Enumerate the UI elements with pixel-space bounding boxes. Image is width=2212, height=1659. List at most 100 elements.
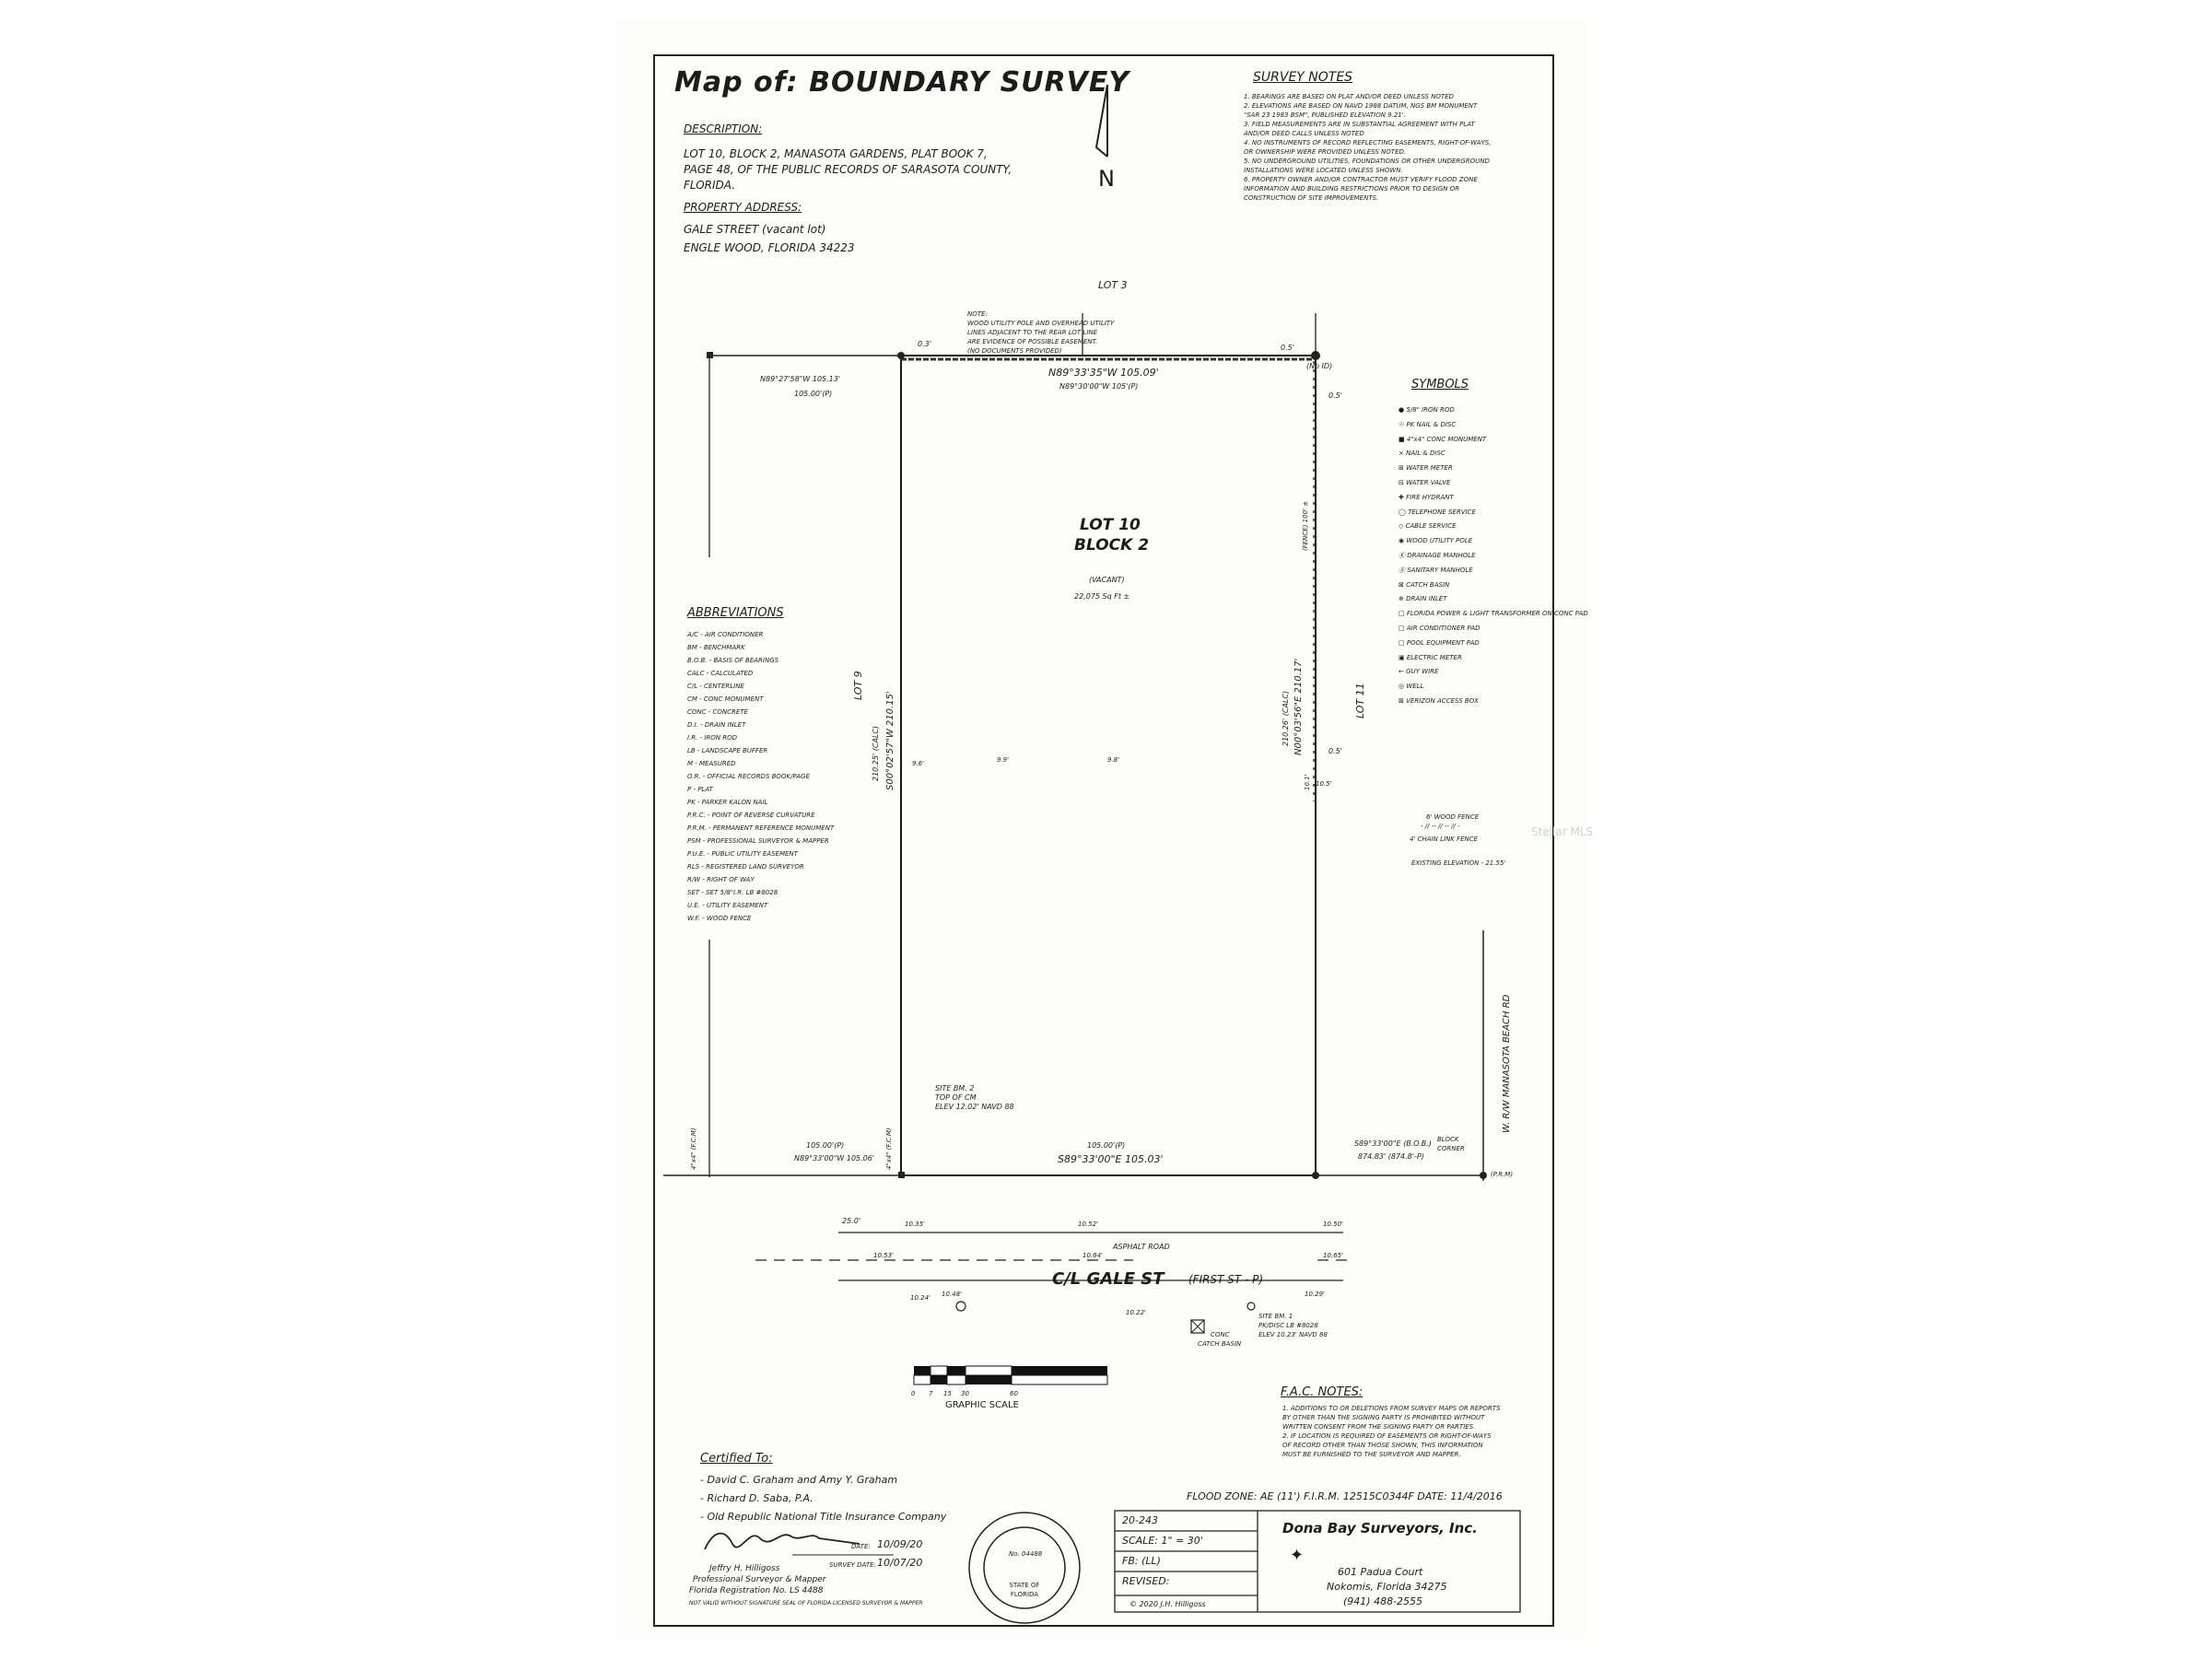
page-title: Map of: BOUNDARY SURVEY [674,66,1130,99]
sw-corner-monument [898,1172,905,1178]
symbol-item: ◇ CABLE SERVICE [1399,522,1457,531]
abbreviations-list: A/C - AIR CONDITIONER BM - BENCHMARK B.O… [687,628,834,925]
ne-corner-id: (No ID) [1306,362,1333,370]
scale-tick: 0 [911,1390,916,1397]
symbol-item: × NAIL & DISC [1399,450,1445,458]
symbol-item: ◉ WOOD UTILITY POLE [1399,537,1473,545]
block-2-label: BLOCK 2 [1074,536,1150,555]
fac-note-line: MUST BE FURNISHED TO THE SURVEYOR AND MA… [1282,1451,1461,1458]
abbreviation-item: LB - LANDSCAPE BUFFER [687,747,768,754]
nw-bearing-plat: 105.00'(P) [794,390,833,398]
north-arrow-icon [1094,84,1108,158]
site-bm1-line: SITE BM. 1 [1258,1313,1293,1320]
utility-note: NOTE: WOOD UTILITY POLE AND OVERHEAD UTI… [967,310,1114,356]
lot-10-label: LOT 10 [1080,516,1141,534]
iron-rod-icon: ● [1399,406,1405,414]
symbol-item: □ POOL EQUIPMENT PAD [1399,638,1480,647]
abbreviation-item: A/C - AIR CONDITIONER [687,631,764,638]
interior-elevation: 10.5' [1316,780,1332,788]
north-label: N [1098,166,1115,192]
symbols-legend: ● 5/8" IRON ROD ☉ PK NAIL & DISC ■ 4"x4"… [1399,403,1588,709]
symbol-item: ⊕ DRAIN INLET [1399,595,1447,603]
abbreviation-item: O.R. - OFFICIAL RECORDS BOOK/PAGE [687,773,810,780]
ne-utility-pole-icon [1311,351,1320,360]
site-bm2-line: TOP OF CM [935,1093,977,1102]
interior-elevation: 9.6' [912,760,925,767]
abbreviation-item: SET - SET 5/8"I.R. LB #8028 [687,889,778,896]
verizon-box-icon: ⊠ [1399,696,1404,705]
interior-elevation: 9.9' [997,756,1010,764]
utility-note-line: WOOD UTILITY POLE AND OVERHEAD UTILITY [967,320,1115,327]
vacant-label: (VACANT) [1089,576,1125,584]
interior-elevation: 9.8' [1107,756,1120,764]
title-block-frame [1114,1510,1521,1613]
survey-notes-list: 1. BEARINGS ARE BASED ON PLAT AND/OR DEE… [1244,92,1491,203]
property-address-heading: PROPERTY ADDRESS: [684,201,802,214]
abbreviation-item: PK - PARKER KALON NAIL [687,799,768,806]
abbreviations-heading: ABBREVIATIONS [687,606,784,620]
abbreviation-item: CALC - CALCULATED [687,670,754,677]
pk-nail-icon: ☉ [1399,420,1405,428]
symbol-item: Ⓔ DRAINAGE MANHOLE [1399,551,1476,559]
ac-pad-icon: □ [1399,624,1405,632]
conc-monument-icon: ■ [1399,435,1405,443]
fpl-transformer-icon: □ [1399,610,1405,618]
property-address-line-2: ENGLE WOOD, FLORIDA 34223 [684,241,855,254]
graphic-scale [913,1365,1108,1385]
electric-meter-icon: ▣ [1399,653,1405,661]
drain-inlet-icon: ⊕ [1399,595,1404,603]
abbreviation-item: P.R.C. - POINT OF REVERSE CURVATURE [687,812,815,819]
symbol-item: ◯ TELEPHONE SERVICE [1399,508,1476,516]
survey-note-line: 2. ELEVATIONS ARE BASED ON NAVD 1988 DAT… [1244,102,1478,110]
sw-bearing-plat: 105.00'(P) [806,1141,845,1150]
copyright: © 2020 J.H. Hilligoss [1129,1600,1206,1608]
catch-basin-icon: ⊠ [1399,580,1404,589]
property-address-line-1: GALE STREET (vacant lot) [684,223,826,236]
survey-note-line: "SAR 23 1983 BSM", PUBLISHED ELEVATION 9… [1244,111,1406,119]
se-bearing: S89°33'00"E (B.O.B.) [1354,1139,1432,1148]
fac-notes-list: 1. ADDITIONS TO OR DELETIONS FROM SURVEY… [1282,1404,1501,1459]
company-phone: (941) 488-2555 [1343,1595,1423,1607]
sw-monument-label: 4"x4" (F.C.M) [885,1127,893,1170]
asphalt-road-label: ASPHALT ROAD [1113,1243,1170,1251]
abbreviation-item: P - PLAT [687,786,713,793]
watermark: Stellar MLS [1531,825,1594,838]
certified-party: - Old Republic National Title Insurance … [700,1511,947,1523]
symbol-item: ✚ FIRE HYDRANT [1399,493,1454,501]
utility-note-line: NOTE: [967,310,988,318]
fac-notes-heading: F.A.C. NOTES: [1281,1385,1363,1399]
field-book: FB: (LL) [1122,1555,1161,1567]
description-line-3: FLORIDA. [684,179,736,192]
catch-basin-label: CATCH BASIN [1198,1340,1242,1348]
fac-note-line: 2. IF LOCATION IS REQUIRED OF EASEMENTS … [1282,1432,1492,1440]
surveyor-title: Professional Surveyor & Mapper [693,1575,826,1584]
surveyor-name: Jeffry H. Hilligoss [709,1564,780,1573]
utility-note-line: ARE EVIDENCE OF POSSIBLE EASEMENT. [967,338,1098,345]
symbol-item: ▣ ELECTRIC METER [1399,653,1462,661]
first-st-label: (FIRST ST - P) [1188,1273,1264,1286]
abbreviation-item: PSM - PROFESSIONAL SURVEYOR & MAPPER [687,837,829,845]
abbreviation-item: P.U.E. - PUBLIC UTILITY EASEMENT [687,850,798,858]
well-icon: ◎ [1399,683,1405,691]
abbreviation-item: M - MEASURED [687,760,736,767]
row-width: 25.0' [842,1217,861,1225]
utility-note-line: LINES ADJACENT TO THE REAR LOT LINE [967,329,1098,336]
survey-date: 10/07/20 [877,1557,923,1569]
survey-note-line: AND/OR DEED CALLS UNLESS NOTED [1244,130,1364,137]
road-elevation: 10.50' [1323,1221,1343,1228]
not-valid-notice: NOT VALID WITHOUT SIGNATURE SEAL OF FLOR… [689,1600,923,1606]
east-bearing: N00°03'56"E 210.17' [1293,658,1304,755]
symbol-item: □ AIR CONDITIONER PAD [1399,624,1481,632]
survey-date-label: SURVEY DATE: [829,1561,876,1569]
site-bm1-line: PK/DISC LB #8028 [1258,1322,1318,1329]
fac-note-line: WRITTEN CONSENT FROM THE SIGNING PARTY O… [1282,1423,1476,1431]
east-calc-distance: 210.26' (CALC) [1282,690,1290,746]
pool-pad-icon: □ [1399,638,1405,647]
road-elevation: 10.53' [873,1252,894,1259]
abbreviation-item: CM - CONC MONUMENT [687,695,764,703]
south-bearing-measured: S89°33'00"E 105.03' [1058,1153,1164,1165]
west-bearing: S00°02'57"W 210.15' [885,691,895,790]
cable-icon: ◇ [1399,522,1404,531]
abbreviation-item: CONC - CONCRETE [687,708,749,716]
sanitary-manhole-icon: Ⓢ [1399,566,1405,574]
